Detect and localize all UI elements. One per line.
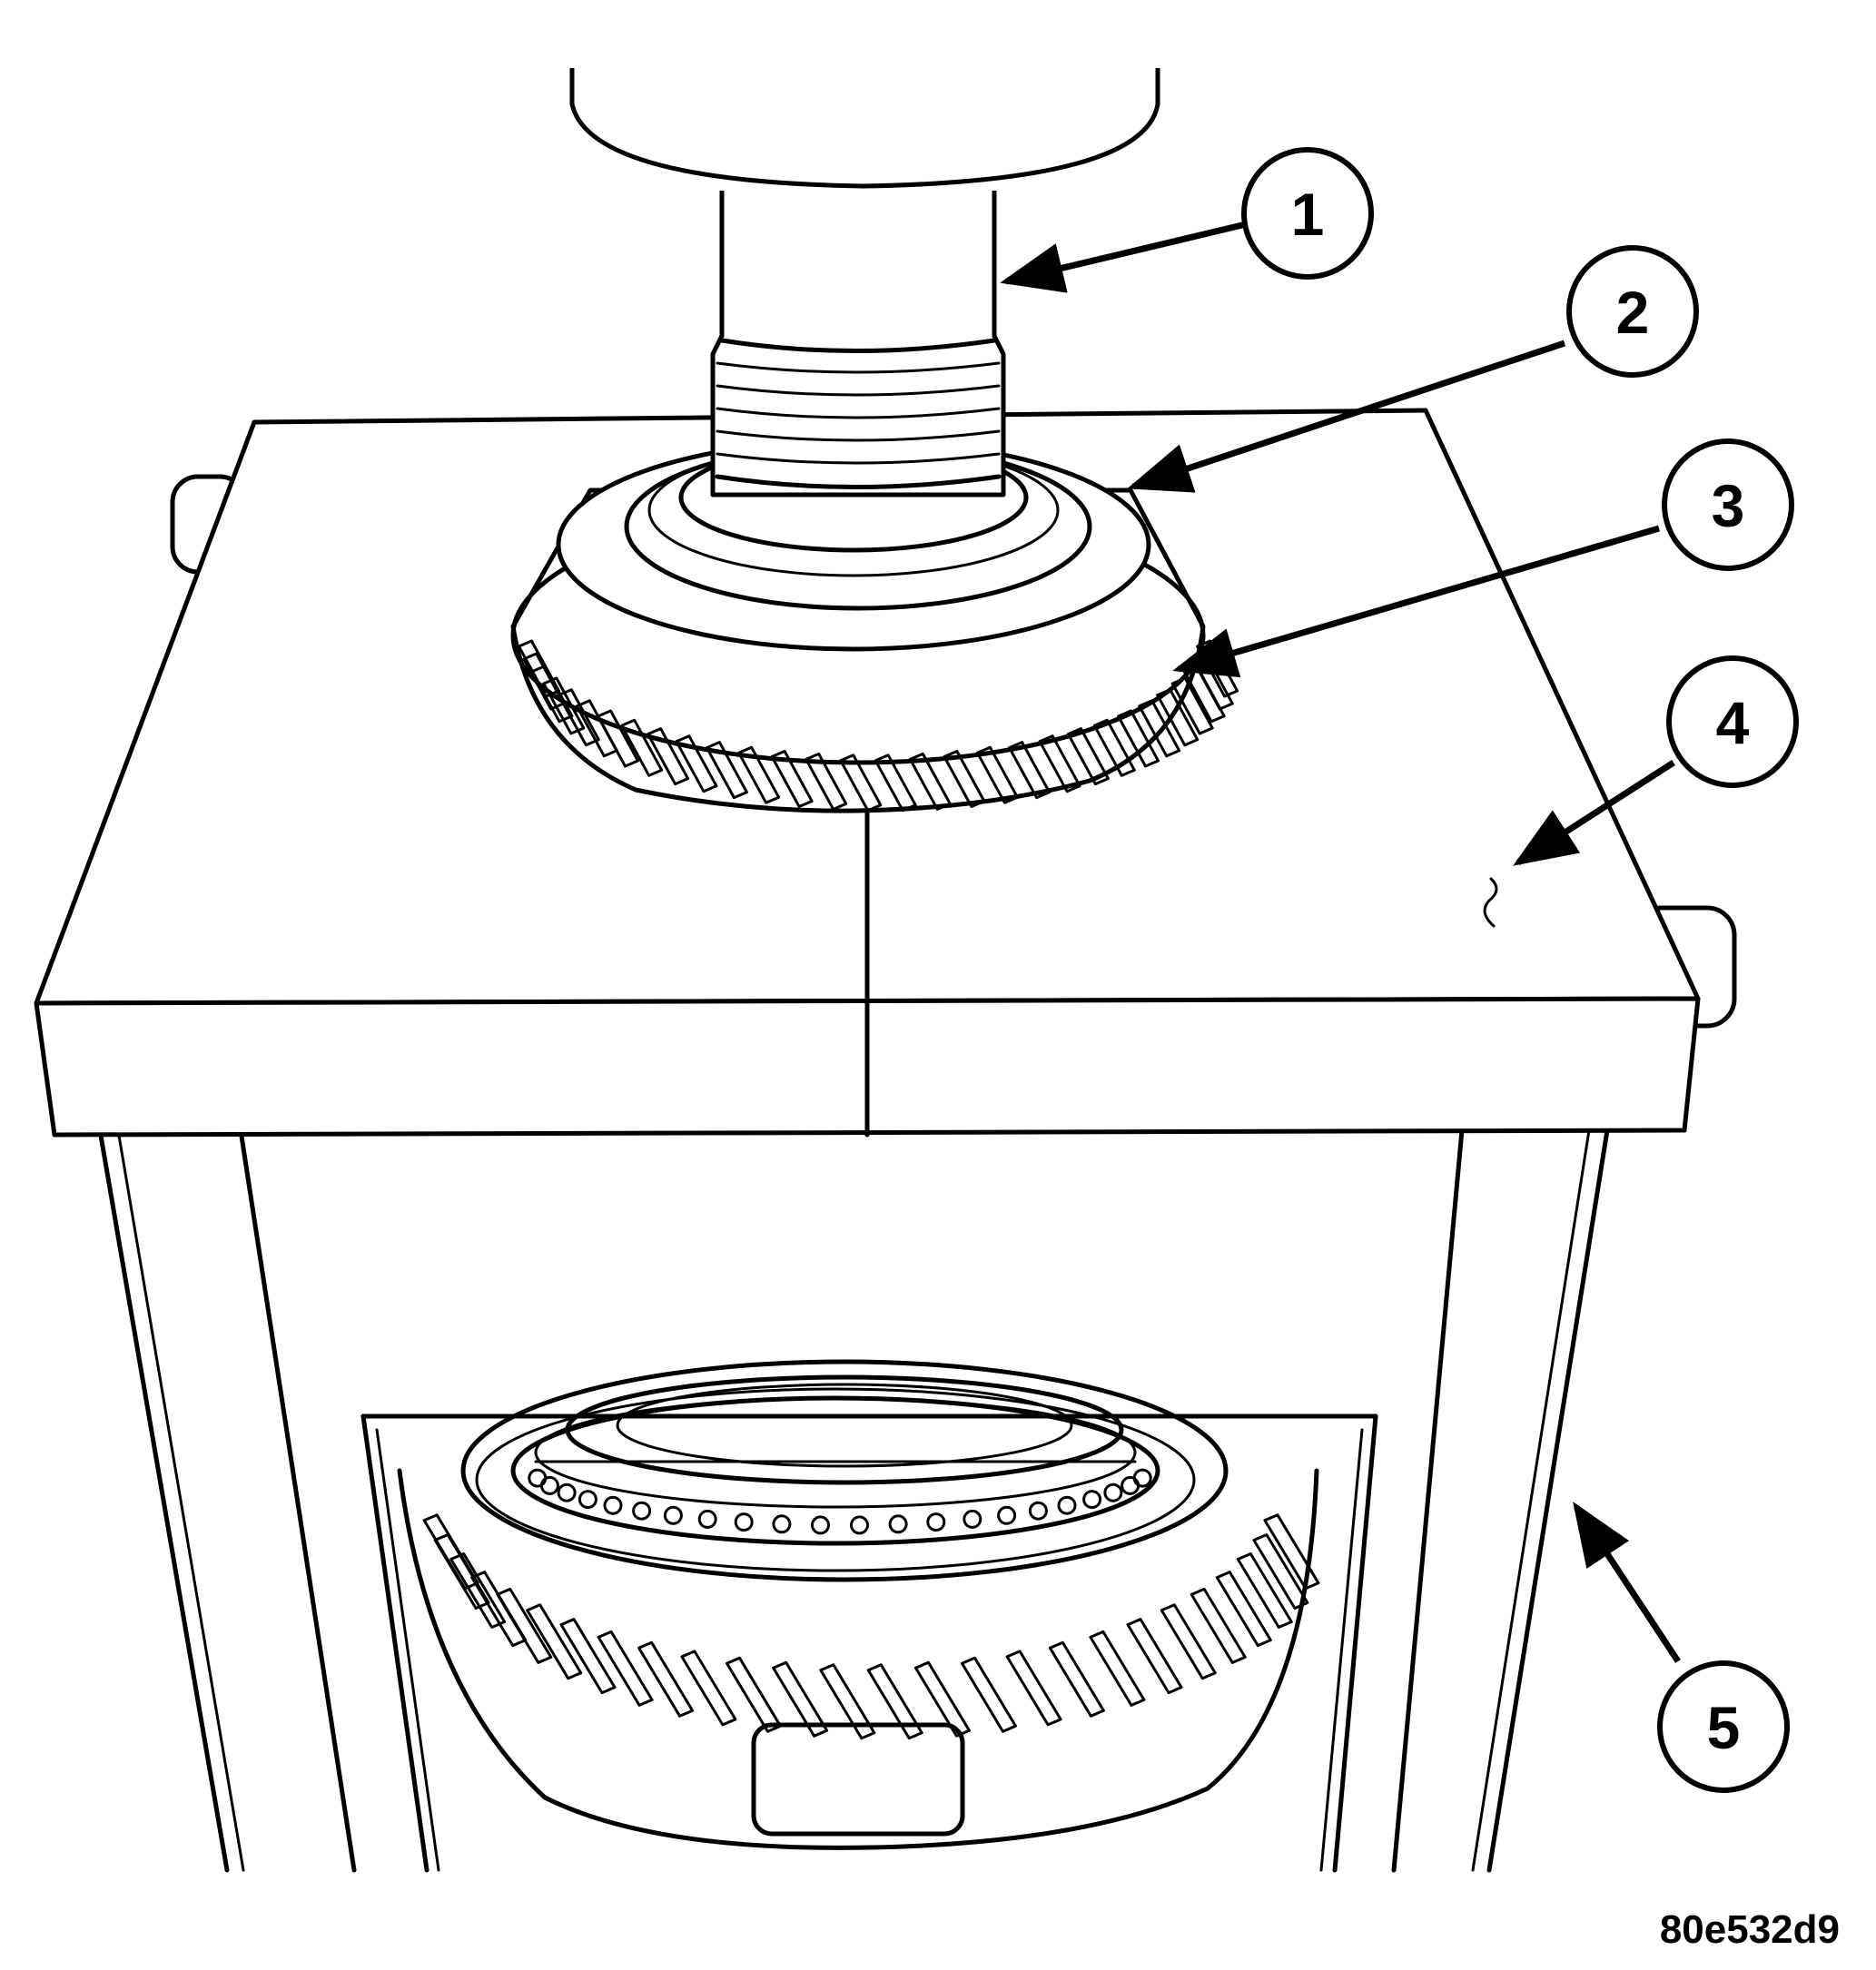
gear-tooth xyxy=(433,1533,490,1610)
gear-tooth xyxy=(961,1656,1017,1733)
gear-tooth xyxy=(943,750,986,808)
bearing-roller xyxy=(850,1515,869,1535)
gear-tooth xyxy=(975,745,1019,804)
bearing-roller xyxy=(772,1514,792,1534)
gear-tooth xyxy=(597,1630,654,1707)
gear-tooth xyxy=(1215,1571,1272,1648)
callout-arrow xyxy=(1573,1502,1681,1663)
callout-number: 2 xyxy=(1616,279,1650,346)
callout-circle xyxy=(1657,1660,1790,1793)
callout-arrow xyxy=(1172,525,1660,678)
gear-tooth xyxy=(620,718,664,777)
gear-tooth xyxy=(770,750,814,808)
callout-number: 4 xyxy=(1716,689,1750,756)
bearing-roller xyxy=(663,1505,683,1525)
bearing-roller xyxy=(1121,1475,1140,1495)
bearing-roller xyxy=(1028,1501,1048,1521)
gear-tooth xyxy=(422,1513,479,1591)
gear-tooth xyxy=(1066,727,1110,786)
bearing-roller xyxy=(528,1468,548,1488)
gear-tooth xyxy=(675,734,718,793)
bearing-roller xyxy=(1082,1490,1102,1510)
bearing-roller xyxy=(926,1512,946,1532)
callout-circle xyxy=(1666,655,1799,788)
bearing-roller xyxy=(632,1501,652,1521)
gear-tooth xyxy=(726,1656,782,1733)
gear-tooth xyxy=(737,745,781,804)
press-frame xyxy=(97,1128,1610,1873)
callout-4: 4 xyxy=(1513,655,1799,866)
callout-circle xyxy=(1566,245,1699,378)
gear-tooth xyxy=(1190,1587,1247,1664)
gear-tooth xyxy=(647,727,690,786)
callout-arrow xyxy=(1127,340,1566,493)
callout-2: 2 xyxy=(1127,245,1699,493)
callout-number: 5 xyxy=(1707,1694,1741,1761)
bearing-roller xyxy=(963,1509,982,1529)
gear-tooth xyxy=(637,1640,695,1718)
gear-tooth xyxy=(1236,1552,1293,1629)
bearing-roller xyxy=(1103,1482,1123,1502)
bearing-roller xyxy=(557,1482,577,1502)
gear-tooth xyxy=(1126,1618,1183,1695)
callout-number: 1 xyxy=(1291,181,1325,248)
press-ram xyxy=(569,68,1160,497)
bearing-roller xyxy=(811,1515,830,1535)
gear-tooth xyxy=(1005,1650,1062,1727)
gear-tooth xyxy=(705,741,748,800)
gear-tooth xyxy=(1092,718,1136,777)
callout-arrow xyxy=(1513,760,1675,866)
gear-tooth xyxy=(530,665,574,724)
bearing-roller xyxy=(734,1512,754,1532)
callout-3: 3 xyxy=(1172,438,1794,678)
bearing-roller xyxy=(578,1490,597,1510)
gear-tooth xyxy=(908,752,952,811)
bearing-roller xyxy=(603,1495,623,1515)
gear-tooth xyxy=(819,1663,876,1740)
gear-tooth xyxy=(772,1660,829,1738)
gear-tooth xyxy=(874,754,917,813)
gear-tooth xyxy=(805,752,848,811)
gear-tooth xyxy=(575,699,618,758)
gear-tooth xyxy=(866,1663,923,1740)
bearing-roller xyxy=(1057,1495,1077,1515)
gear-tooth xyxy=(496,1587,553,1664)
bearing-roller xyxy=(697,1509,717,1529)
gear-tooth xyxy=(559,1618,617,1695)
lower-gear xyxy=(397,1359,1320,1850)
gear-tooth xyxy=(1160,1603,1217,1680)
gear-tooth xyxy=(1089,1630,1146,1707)
gear-tooth xyxy=(1263,1513,1320,1591)
gear-tooth xyxy=(526,1603,583,1680)
gear-tooth xyxy=(1117,709,1160,768)
callout-circle xyxy=(1241,147,1374,280)
gear-tooth xyxy=(1048,1640,1105,1718)
gear-tooth xyxy=(1008,741,1052,800)
callout-number: 3 xyxy=(1712,472,1745,539)
gear-tooth xyxy=(557,688,600,747)
callout-1: 1 xyxy=(1000,147,1374,293)
callout-arrow xyxy=(1000,221,1247,293)
gear-tooth xyxy=(839,754,883,813)
callout-circle xyxy=(1662,438,1794,571)
gear-tooth xyxy=(1252,1533,1309,1610)
gear-tooth xyxy=(1038,734,1081,793)
bearing-roller xyxy=(888,1514,908,1534)
gear-tooth xyxy=(913,1660,971,1738)
callout-5: 5 xyxy=(1573,1502,1790,1793)
bearing-roller xyxy=(997,1505,1017,1525)
figure-id: 80e532d9 xyxy=(1660,1907,1840,1952)
callout-group: 1 2 3 4 5 xyxy=(1000,147,1799,1793)
gear-tooth xyxy=(680,1650,737,1727)
